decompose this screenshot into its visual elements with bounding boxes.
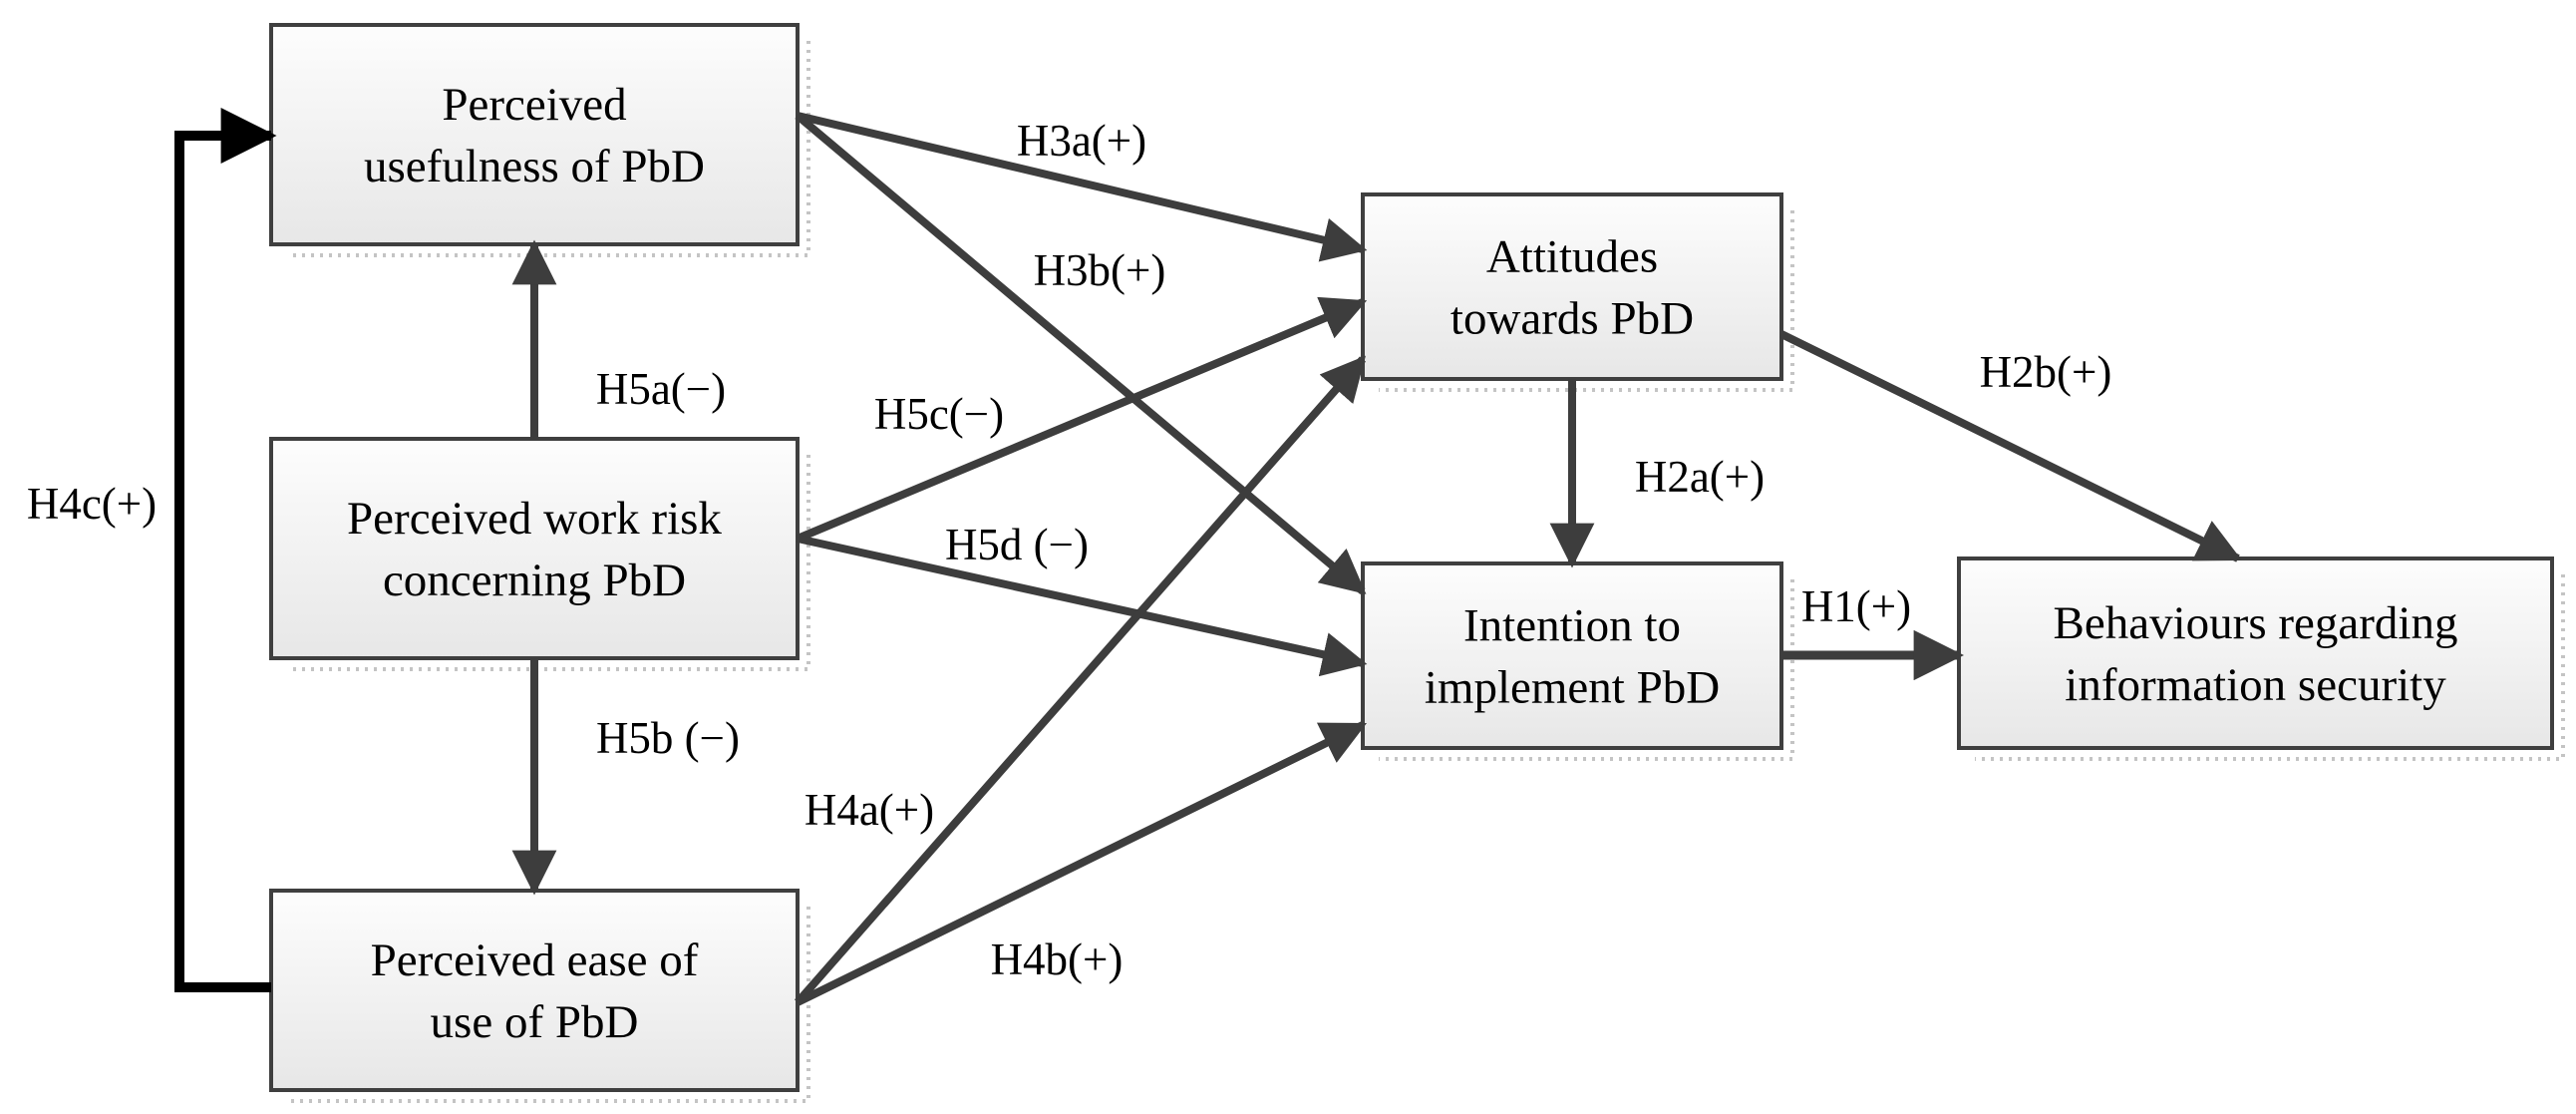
node-usefulness-box (269, 23, 800, 246)
node-intention-shadow (1379, 579, 1794, 761)
edge-H4b-label: H4b(+) (991, 934, 1124, 984)
node-intention-box (1361, 561, 1783, 750)
edge-H4b-arrow (796, 721, 1368, 1006)
node-attitudes-shadow (1379, 210, 1794, 392)
edge-H3b-label: H3b(+) (1034, 245, 1166, 295)
node-workrisk-box (269, 437, 800, 660)
edge-H4a-label: H4a(+) (805, 785, 934, 835)
node-behaviours-shadow (1975, 574, 2565, 761)
node-ease-shadow (287, 907, 810, 1103)
edge-H2a-label: H2a(+) (1635, 452, 1765, 502)
edge-H3b-arrow (795, 112, 1367, 595)
edge-H4a-arrow (794, 355, 1367, 1005)
edge-H5c-arrow (796, 296, 1368, 543)
edge-H2b-arrow (1779, 330, 2243, 562)
edge-H3a-arrow (797, 112, 1368, 262)
edge-H2b-label: H2b(+) (1980, 347, 2112, 397)
node-attitudes-box (1361, 192, 1783, 381)
edge-H5a-label: H5a(−) (596, 364, 726, 414)
edge-H5d-arrow (797, 535, 1368, 677)
edge-H1-label: H1(+) (1801, 581, 1911, 631)
edge-H3a-label: H3a(+) (1017, 116, 1146, 166)
node-ease-box (269, 889, 800, 1092)
edge-H5c-label: H5c(−) (874, 389, 1004, 439)
edge-H5b-label: H5b (−) (596, 713, 740, 763)
edge-H4c-label: H4c(+) (27, 479, 157, 529)
edge-H5d-label: H5d (−) (945, 520, 1089, 569)
edge-H4c-arrow (174, 108, 277, 992)
node-behaviours-box (1957, 557, 2554, 750)
